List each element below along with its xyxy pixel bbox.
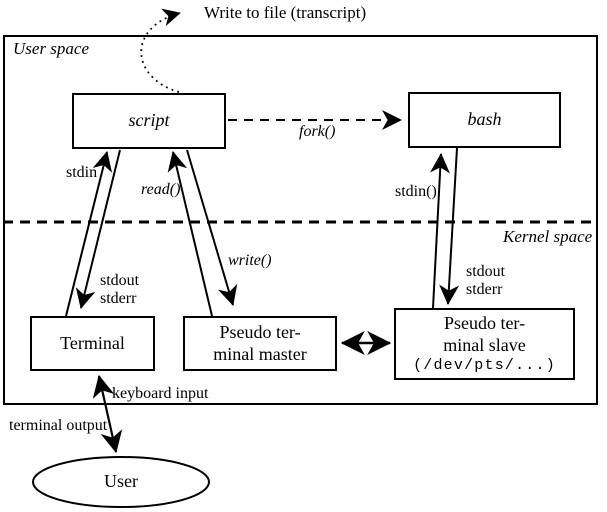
terminal-node: Terminal	[30, 316, 155, 371]
pty-slave-label-line1: Pseudo ter-	[443, 313, 526, 334]
script-label: script	[128, 110, 170, 131]
stderr-slave-label: stderr	[466, 281, 503, 298]
pty-slave-device-path: (/dev/pts/...)	[413, 356, 556, 374]
pty-master-label-line2: minal master	[213, 343, 307, 364]
stdin-call-label: stdin()	[395, 183, 437, 200]
fork-label: fork()	[299, 123, 336, 140]
script-node: script	[72, 93, 226, 149]
stdout-terminal-label: stdout	[100, 272, 140, 289]
user-space-box	[3, 35, 598, 405]
terminal-label: Terminal	[60, 332, 125, 353]
keyboard-input-label: keyboard input	[112, 385, 209, 402]
pty-slave-label-line2: minal slave	[443, 334, 526, 355]
stdin-label: stdin	[66, 164, 98, 181]
user-space-label: User space	[13, 39, 90, 58]
user-label: User	[104, 471, 138, 491]
stderr-terminal-label: stderr	[100, 290, 137, 307]
bash-node: bash	[408, 92, 561, 148]
read-label: read()	[141, 181, 181, 198]
transcript-label: Write to file (transcript)	[204, 3, 367, 22]
terminal-output-label: terminal output	[9, 417, 108, 434]
write-label: write()	[228, 252, 272, 269]
bash-label: bash	[467, 109, 502, 130]
stdout-slave-label: stdout	[466, 263, 506, 280]
pty-master-label-line1: Pseudo ter-	[219, 322, 301, 343]
pty-master-node: Pseudo ter- minal master	[183, 316, 337, 371]
kernel-space-label: Kernel space	[503, 227, 593, 246]
pty-slave-node: Pseudo ter- minal slave (/dev/pts/...)	[394, 308, 575, 380]
